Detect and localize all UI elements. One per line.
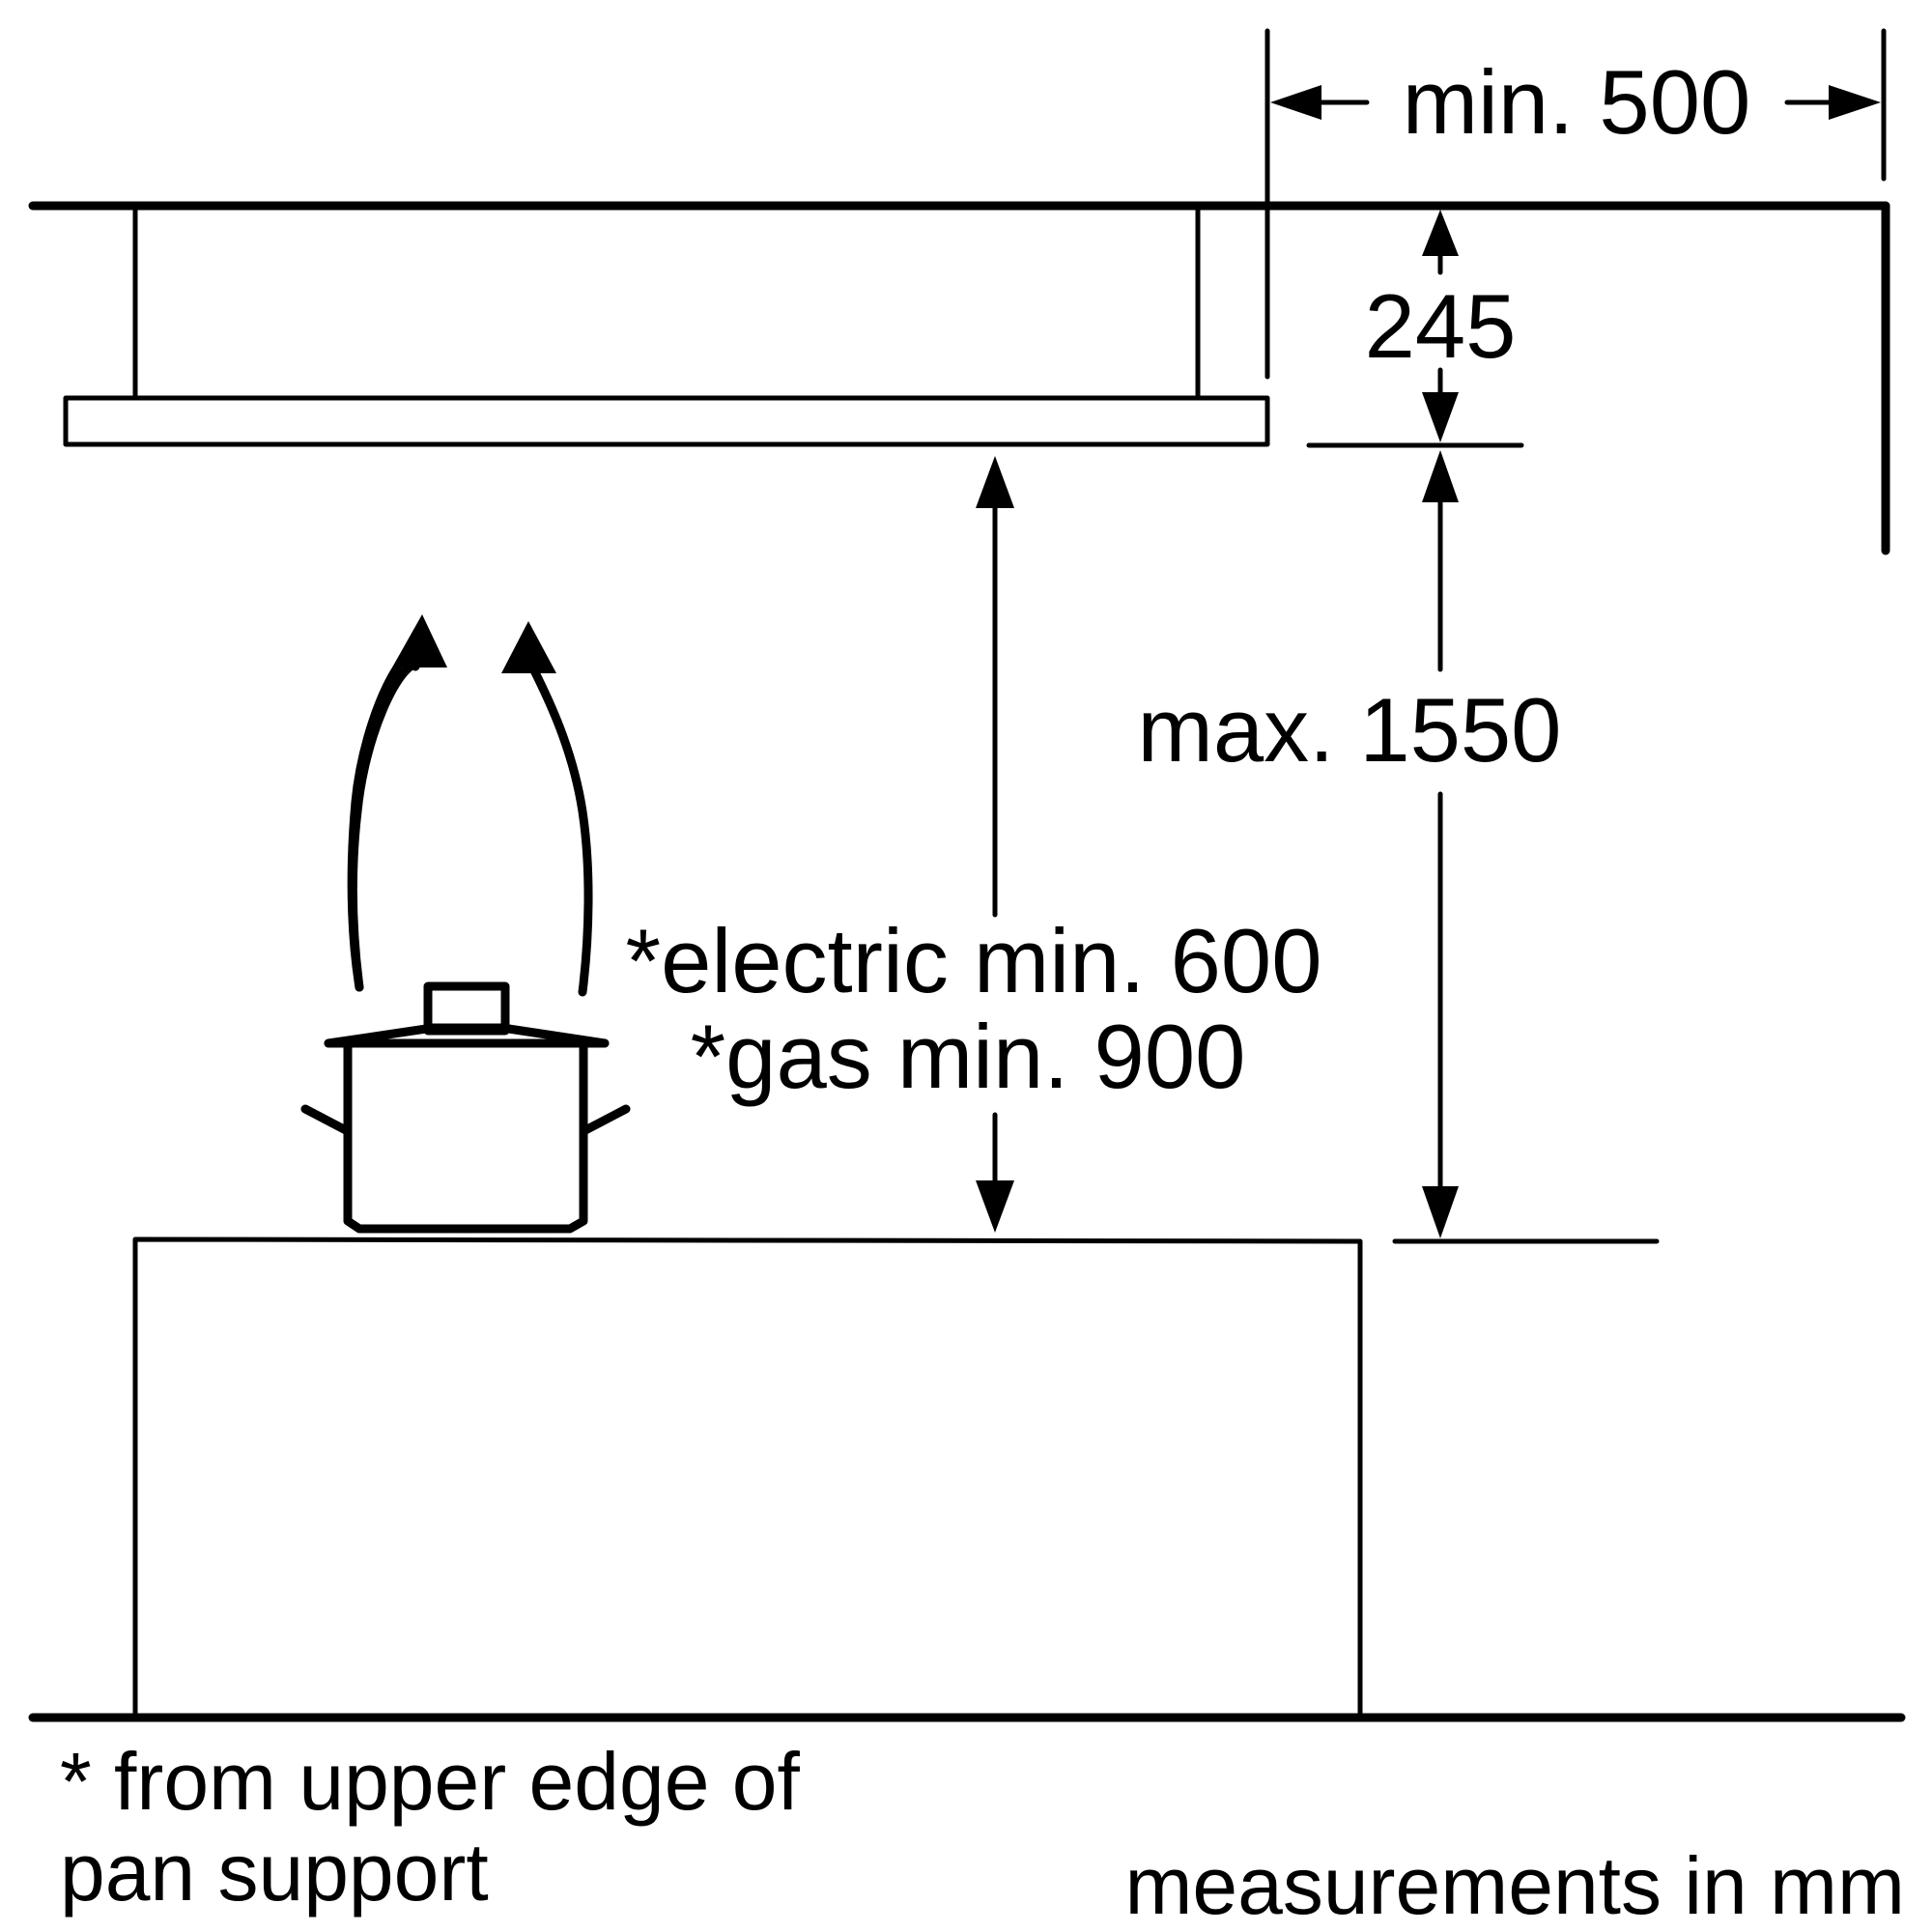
arrow-down-icon <box>1422 392 1459 442</box>
cooking-pot-icon <box>300 981 631 1234</box>
arrow-left-icon <box>1270 85 1321 120</box>
arrow-up-icon <box>392 614 447 668</box>
label-min-500: min. 500 <box>1403 51 1751 153</box>
label-245: 245 <box>1365 275 1517 377</box>
dimension-max-1550: max. 1550 <box>1138 450 1660 1244</box>
steam-arrows-icon <box>347 614 593 997</box>
label-electric: *electric min. 600 <box>626 910 1322 1011</box>
arrow-right-icon <box>1829 85 1881 120</box>
base-cabinet <box>132 1236 1363 1720</box>
arrow-up-icon <box>1422 450 1459 502</box>
arrow-up-icon <box>501 621 556 673</box>
footnote-line-1: * from upper edge of <box>60 1736 800 1827</box>
label-max-1550: max. 1550 <box>1138 679 1562 781</box>
wall-cabinet <box>28 201 1890 555</box>
arrow-up-icon <box>1422 210 1459 256</box>
label-gas: *gas min. 900 <box>691 1006 1246 1107</box>
units-note: measurements in mm <box>1124 1840 1905 1931</box>
extractor-hood <box>63 205 1270 447</box>
arrow-up-icon <box>976 456 1014 508</box>
arrow-down-icon <box>1422 1186 1459 1238</box>
arrow-down-icon <box>976 1180 1014 1233</box>
dimension-min-500: min. 500 <box>1264 28 1887 380</box>
dimension-hob-to-hood: *electric min. 600 *gas min. 900 <box>626 456 1322 1233</box>
dimension-245: 245 <box>1306 210 1524 448</box>
footnote-line-2: pan support <box>60 1827 489 1918</box>
